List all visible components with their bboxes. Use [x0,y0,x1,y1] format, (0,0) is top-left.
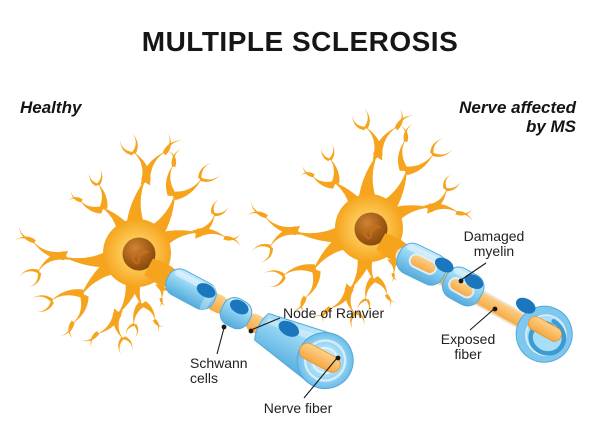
schwann-cell-nucleus [278,320,300,337]
label-node-of-ranvier: Node of Ranvier [283,305,385,321]
schwann-cell-nucleus [464,274,484,290]
nerve-affected-heading: Nerve affected by MS [459,98,576,136]
schwann-cell-nucleus [515,297,536,314]
nerve-fiber-core [299,342,341,373]
healthy-neuron-cell-body [14,133,241,355]
label-schwann-cells: Schwann cells [190,355,248,387]
label-damaged-myelin: Damaged myelin [463,228,525,260]
ms-neuron-cell-body [246,108,473,330]
annotation-leader-lines [216,262,498,399]
schwann-cell-nucleus [196,283,216,298]
myelin-segment [165,268,217,311]
diagram-title: MULTIPLE SCLEROSIS [141,26,459,57]
nerve-fiber-core [527,316,562,342]
nucleus [354,212,388,246]
nucleus [122,237,156,271]
schwann-cell-nucleus [229,299,249,315]
ms-axon [376,233,573,363]
label-exposed-fiber: Exposed fiber [440,331,496,363]
healthy-heading: Healthy [20,98,82,117]
label-nerve-fiber: Nerve fiber [263,400,333,416]
schwann-cell-nucleus [434,257,454,273]
healthy-axon [144,258,354,390]
